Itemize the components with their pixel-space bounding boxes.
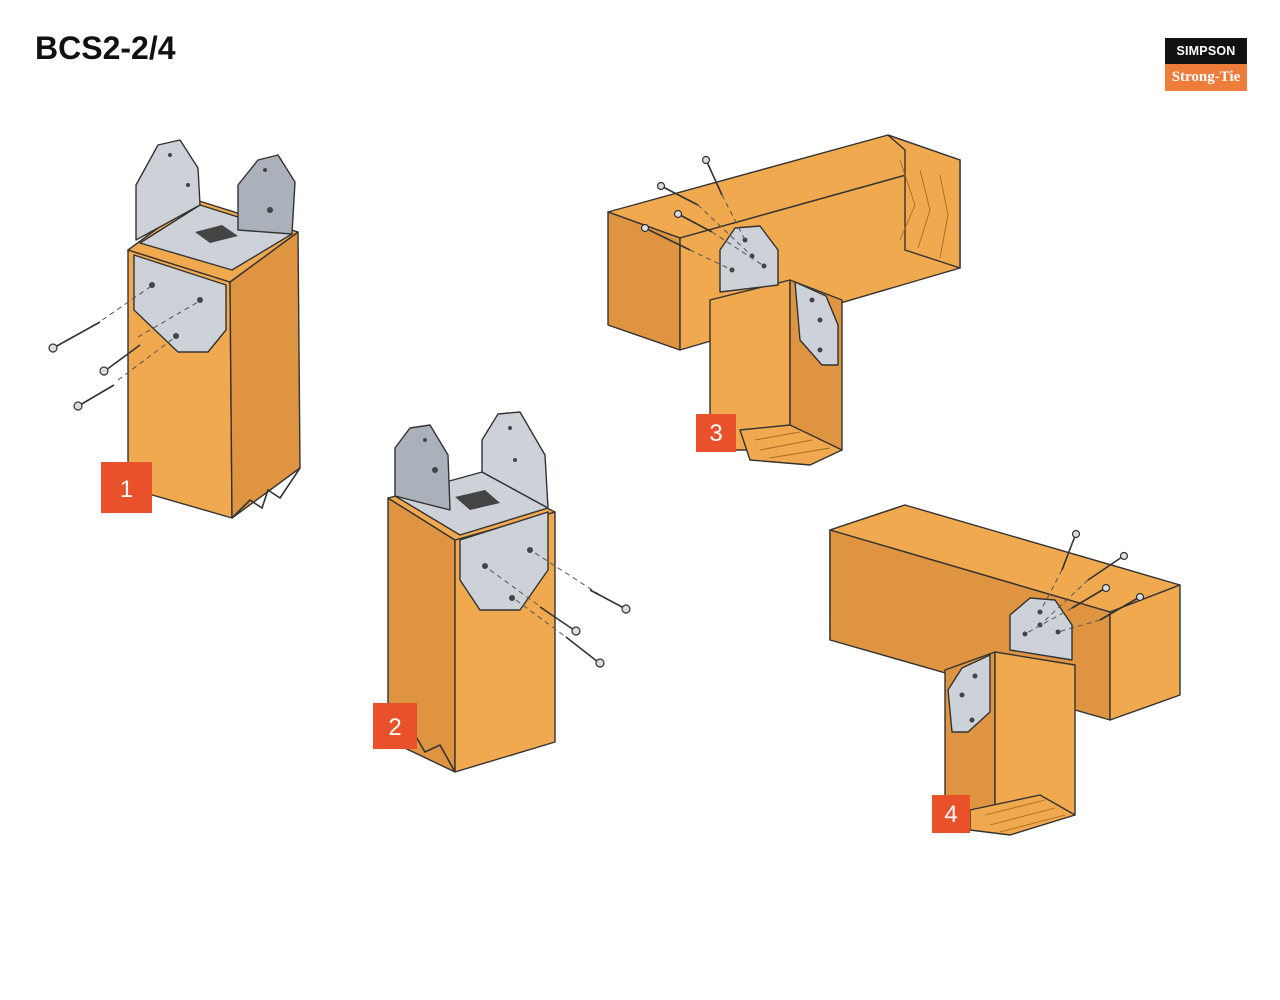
step-3-illustration: 3 bbox=[607, 134, 961, 466]
step-3-badge bbox=[696, 414, 736, 452]
logo-strong-tie: Strong-Tie bbox=[1165, 64, 1247, 91]
step-4-number: 4 bbox=[944, 801, 957, 828]
step-2-illustration: 2 bbox=[373, 411, 631, 773]
step-3-number: 3 bbox=[709, 420, 722, 447]
step-1-badge bbox=[101, 462, 152, 513]
step-1-number: 1 bbox=[120, 476, 133, 503]
logo-simpson: SIMPSON bbox=[1165, 38, 1247, 64]
step-4-illustration: 4 bbox=[829, 504, 1181, 836]
simpson-strong-tie-logo: SIMPSON Strong-Tie bbox=[1165, 38, 1247, 91]
step-4-badge bbox=[932, 795, 970, 833]
step-2-number: 2 bbox=[388, 714, 401, 741]
step-2-badge bbox=[373, 703, 417, 749]
page-title: BCS2-2/4 bbox=[35, 30, 176, 66]
step-1-illustration: 1 bbox=[48, 139, 301, 519]
